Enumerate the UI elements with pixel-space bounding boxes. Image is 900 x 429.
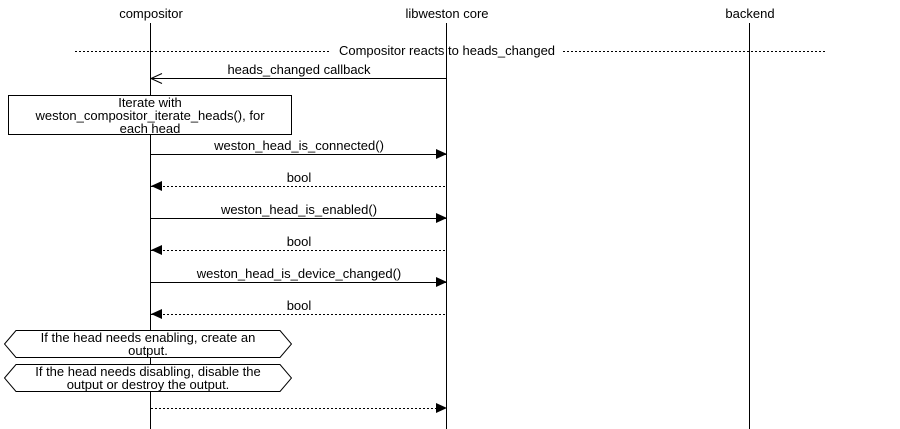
note-text: Iterate with weston_compositor_iterate_h…: [35, 94, 265, 136]
note-text: If the head needs enabling, create an ou…: [40, 330, 256, 358]
hexagon-shape: [4, 330, 292, 358]
message-line: [151, 154, 447, 155]
filled-arrowhead-right-icon: [436, 403, 447, 413]
open-arrowhead-left-icon: [150, 73, 163, 84]
filled-arrowhead-left-icon: [151, 181, 162, 191]
note-text: If the head needs disabling, disable the…: [35, 364, 261, 392]
lifeline-compositor: [150, 23, 151, 429]
message-label: weston_head_is_connected(): [214, 138, 384, 153]
message-return-bool-1: bool: [151, 170, 447, 191]
filled-arrowhead-left-icon: [151, 245, 162, 255]
hexagon-shape: [4, 364, 292, 392]
message-label: bool: [286, 170, 312, 185]
participant-label-compositor: compositor: [119, 6, 183, 21]
divider-line-right: [563, 51, 825, 52]
lifeline-backend: [749, 23, 750, 429]
message-unlabeled-return: [151, 403, 447, 413]
message-return-bool-2: bool: [151, 234, 447, 255]
filled-arrowhead-left-icon: [151, 309, 162, 319]
message-line: [151, 78, 447, 79]
message-label: weston_head_is_device_changed(): [196, 266, 402, 281]
message-heads-changed-callback: heads_changed callback: [150, 62, 447, 84]
participant-label-backend: backend: [725, 6, 775, 21]
message-head-is-enabled: weston_head_is_enabled(): [151, 202, 447, 223]
filled-arrowhead-right-icon: [436, 277, 447, 287]
message-label: bool: [286, 298, 312, 313]
message-head-is-device-changed: weston_head_is_device_changed(): [151, 266, 447, 287]
message-line: [151, 250, 447, 251]
divider-line-left: [75, 51, 330, 52]
message-return-bool-3: bool: [151, 298, 447, 319]
message-line: [151, 408, 447, 409]
message-line: [151, 186, 447, 187]
message-label: heads_changed callback: [227, 62, 371, 77]
note-iterate-heads: Iterate with weston_compositor_iterate_h…: [8, 95, 292, 135]
note-head-needs-disabling: If the head needs disabling, disable the…: [4, 364, 292, 392]
participant-label-libweston-core: libweston core: [405, 6, 489, 21]
message-line: [151, 218, 447, 219]
message-head-is-connected: weston_head_is_connected(): [151, 138, 447, 159]
filled-arrowhead-right-icon: [436, 149, 447, 159]
divider-label: Compositor reacts to heads_changed: [338, 43, 556, 58]
note-head-needs-enabling: If the head needs enabling, create an ou…: [4, 330, 292, 358]
filled-arrowhead-right-icon: [436, 213, 447, 223]
lifeline-libweston-core: [446, 23, 447, 429]
message-line: [151, 282, 447, 283]
message-label: weston_head_is_enabled(): [220, 202, 378, 217]
message-label: bool: [286, 234, 312, 249]
message-line: [151, 314, 447, 315]
